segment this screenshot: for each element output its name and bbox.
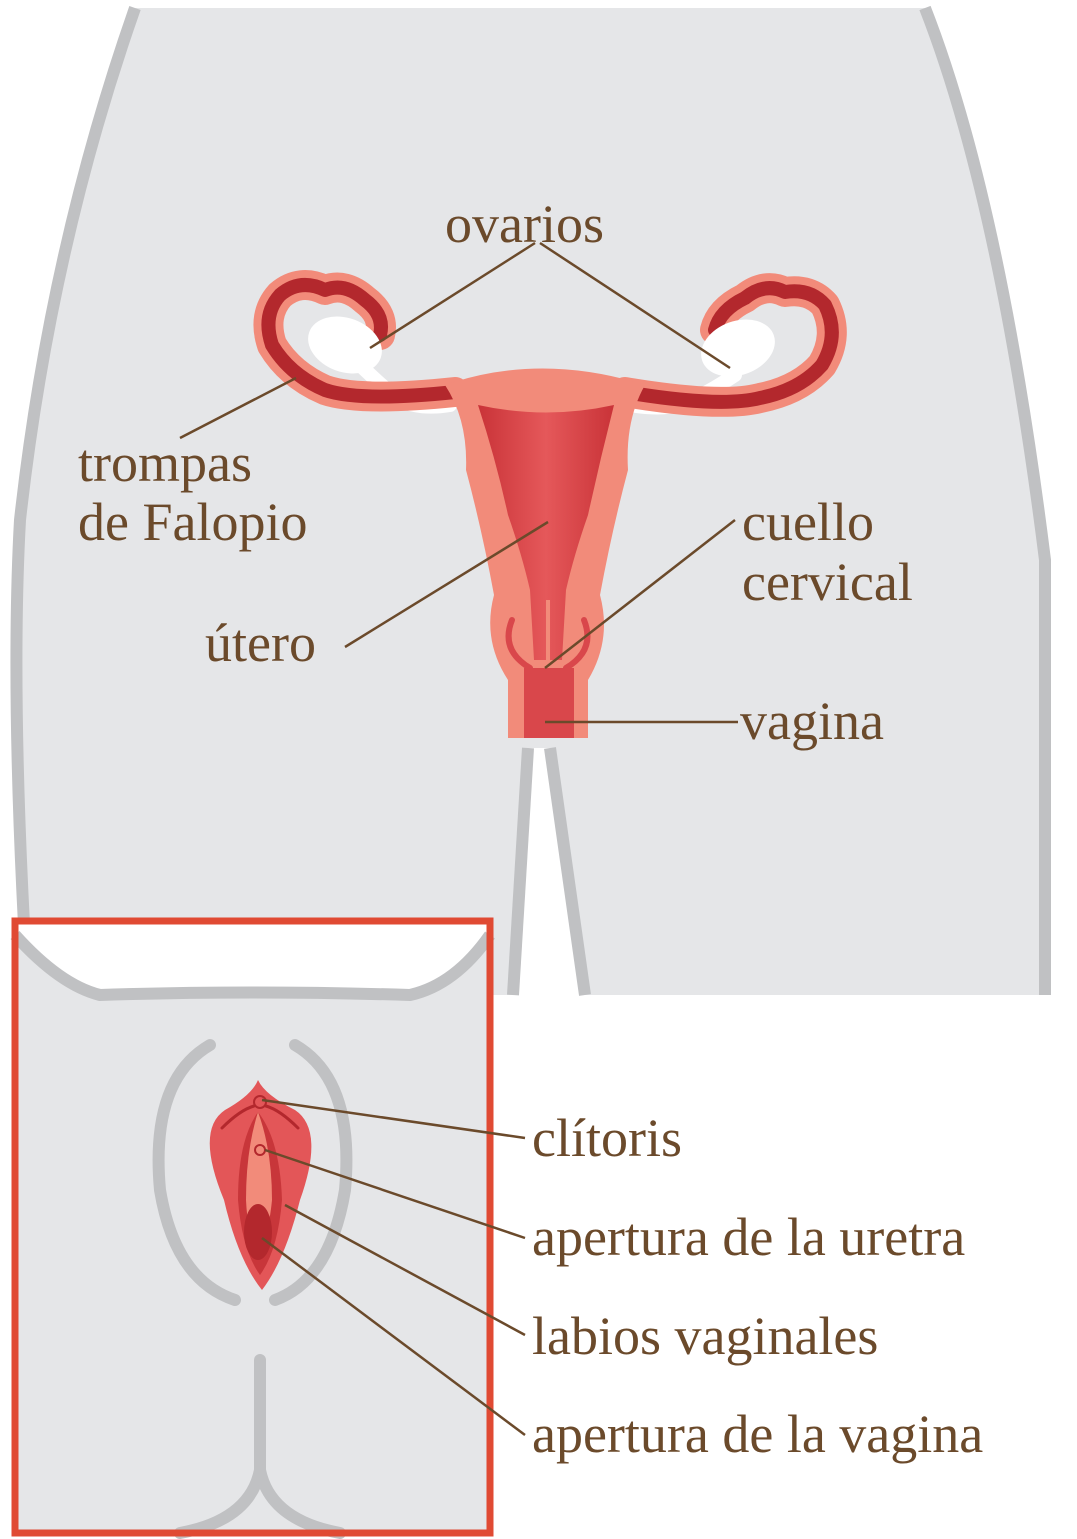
label-fallopian-line1: trompas (78, 434, 252, 492)
label-cervix-line1: cuello (742, 493, 874, 551)
label-cervix-line2: cervical (742, 553, 913, 611)
clitoris-shape (254, 1096, 266, 1108)
label-vagina: vagina (740, 692, 884, 750)
inset-panel (15, 921, 490, 1533)
vaginal-canal (524, 668, 574, 738)
vaginal-opening-shape (244, 1204, 272, 1260)
label-uterus: útero (205, 614, 316, 672)
label-urethra-opening: apertura de la uretra (532, 1208, 965, 1266)
label-fallopian-line2: de Falopio (78, 493, 307, 551)
label-vaginal-opening: apertura de la vagina (532, 1405, 983, 1463)
label-clitoris: clítoris (532, 1109, 682, 1167)
label-ovaries: ovarios (445, 195, 604, 253)
label-labia: labios vaginales (532, 1307, 878, 1365)
